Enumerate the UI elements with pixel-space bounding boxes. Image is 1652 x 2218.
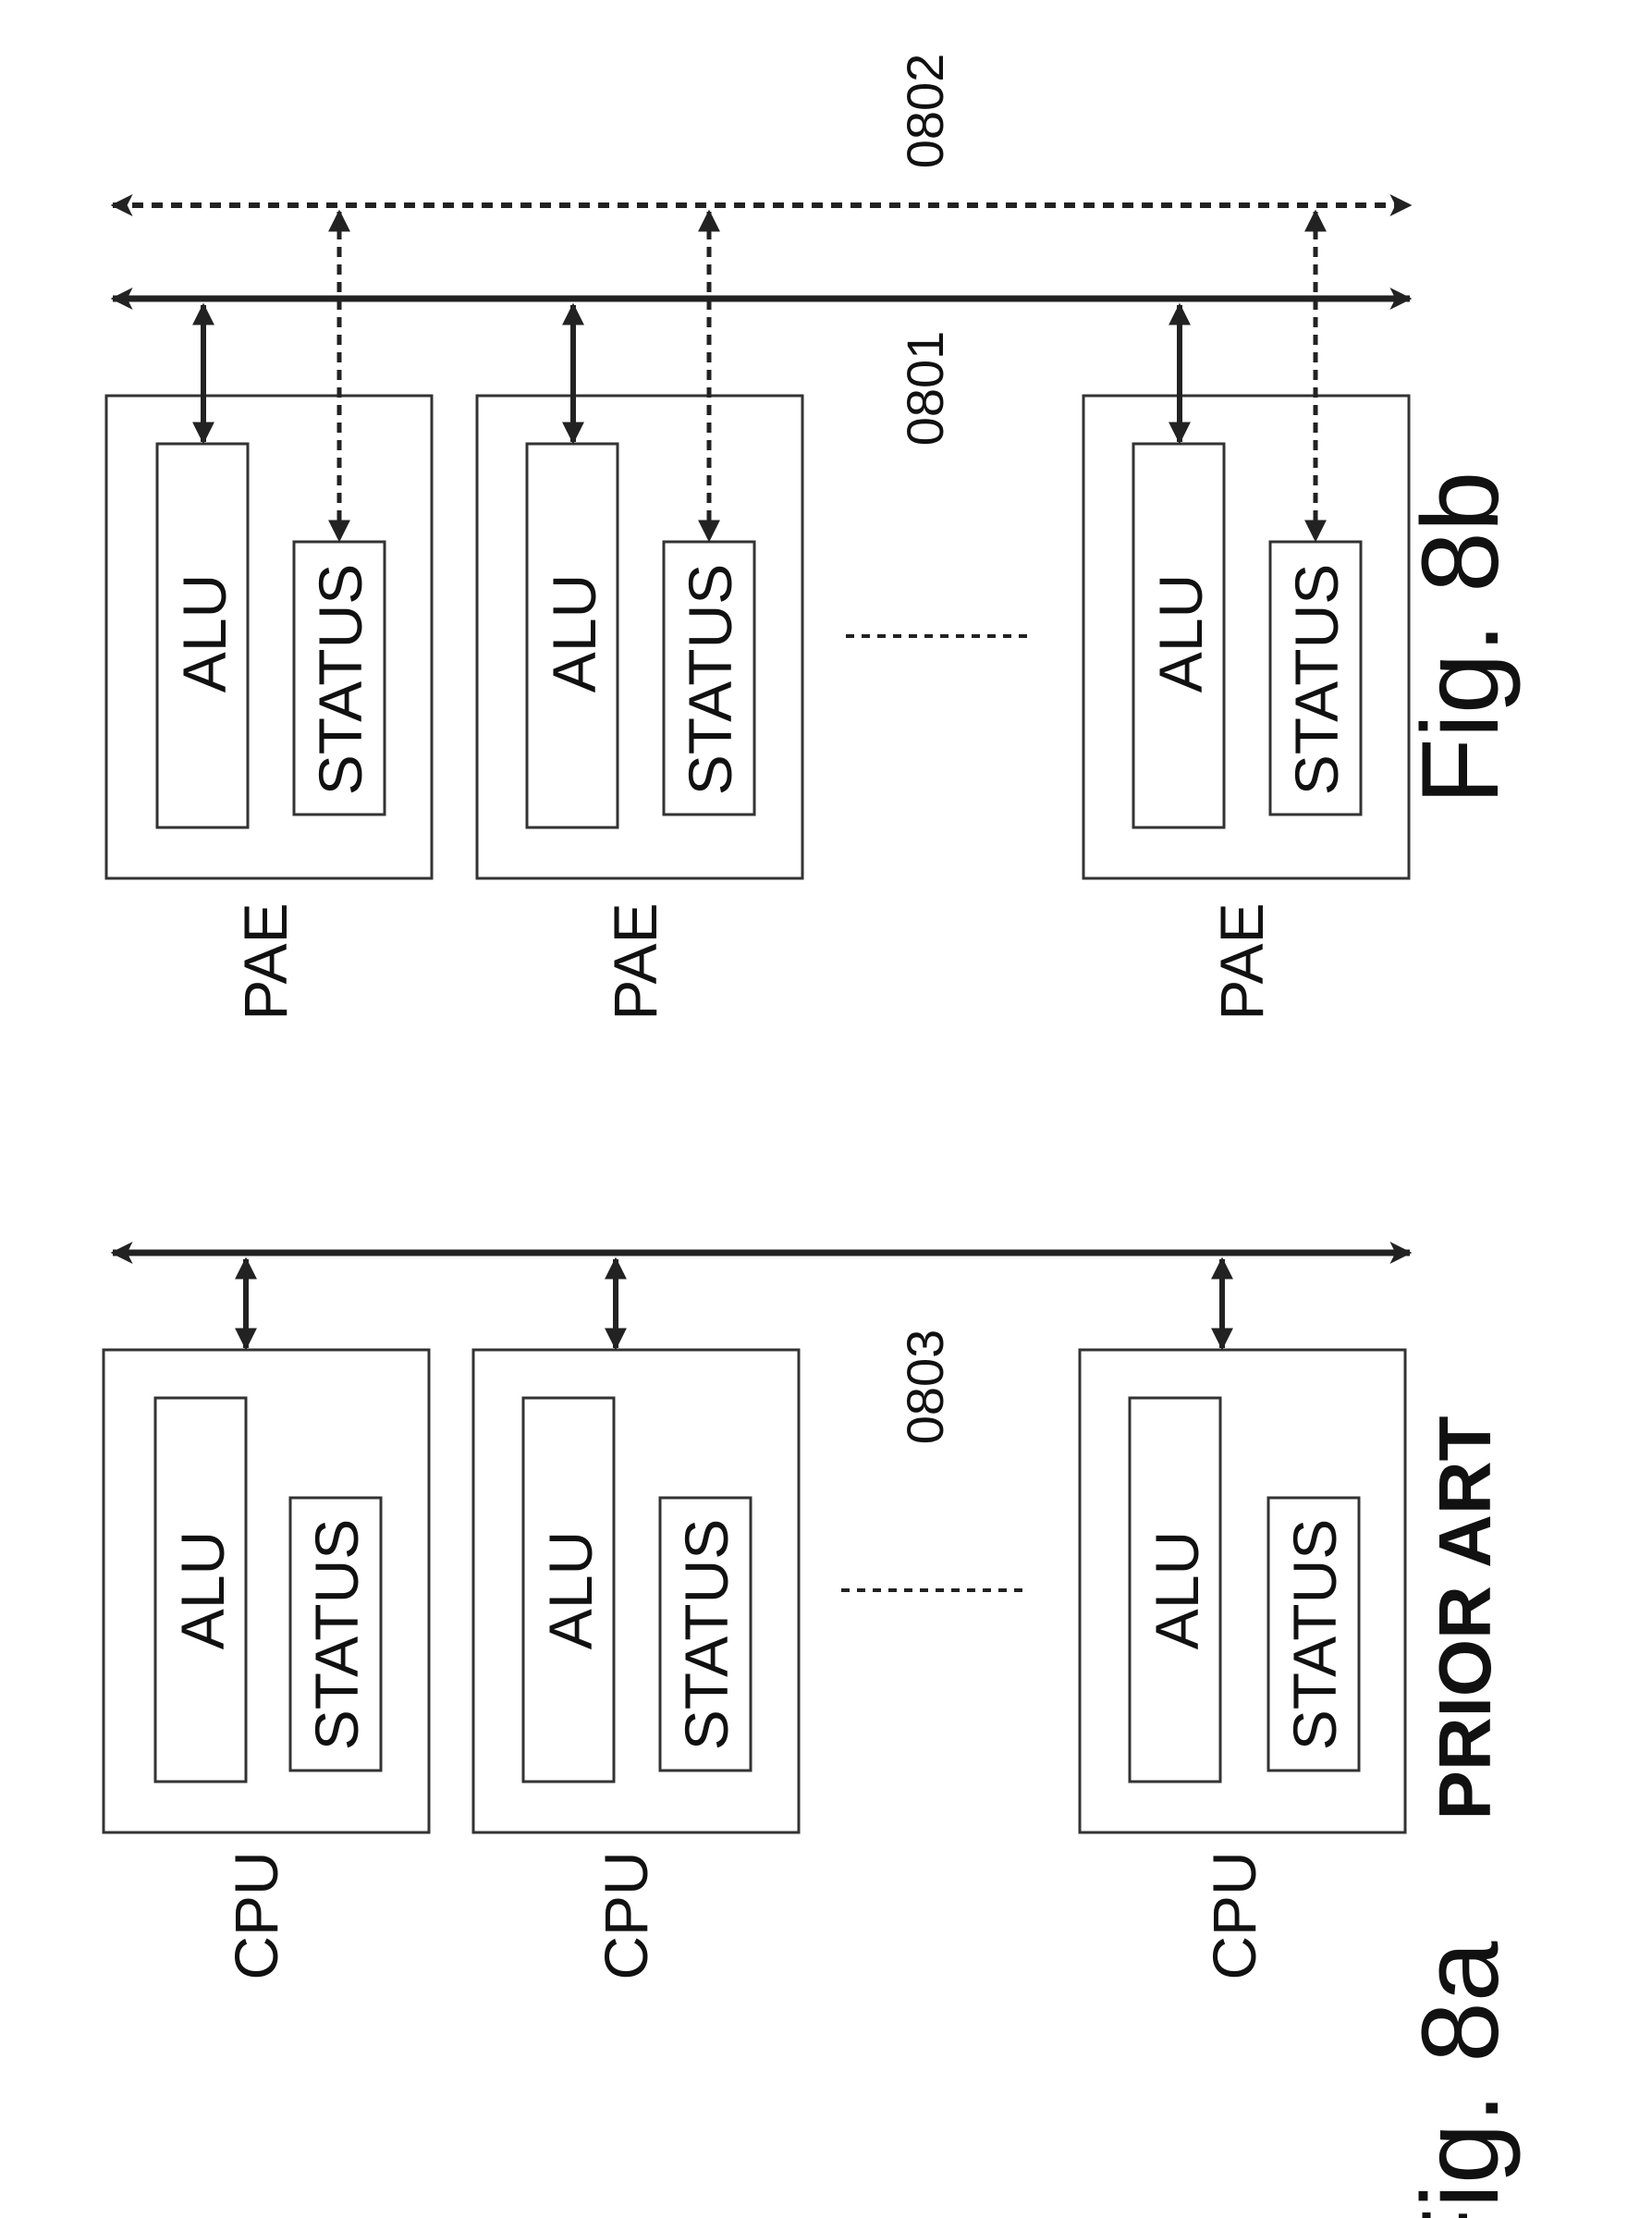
- pae-block-3: ALU STATUS PAE: [1083, 212, 1409, 1021]
- bus-0803-label: 0803: [896, 1330, 954, 1445]
- pae-block-2: ALU STATUS PAE: [477, 212, 802, 1021]
- cpu-block-3: ALU STATUS CPU: [1080, 1259, 1405, 1980]
- pae-label: PAE: [231, 902, 300, 1020]
- fig-8a: 0803 ALU STATUS CPU ALU STATUS CPU: [104, 1253, 1522, 2218]
- status-bus-0802-label: 0802: [896, 54, 954, 169]
- fig-8a-caption: Fig. 8a: [1400, 1941, 1522, 2218]
- status-label: STATUS: [1280, 1519, 1349, 1751]
- cpu-label: CPU: [592, 1851, 660, 1979]
- alu-label: ALU: [1143, 1531, 1211, 1649]
- data-bus-0801-label: 0801: [896, 331, 954, 447]
- status-label: STATUS: [306, 564, 374, 796]
- pae-label: PAE: [1207, 902, 1276, 1020]
- cpu-block-2: ALU STATUS CPU: [473, 1259, 799, 1980]
- pae-label: PAE: [601, 902, 669, 1020]
- cpu-block-1: ALU STATUS CPU: [104, 1259, 429, 1980]
- status-label: STATUS: [302, 1519, 371, 1751]
- fig-8b-caption: Fig. 8b: [1400, 472, 1522, 805]
- status-label: STATUS: [672, 1519, 740, 1751]
- alu-label: ALU: [168, 1531, 237, 1649]
- status-label: STATUS: [1282, 564, 1351, 796]
- prior-art-label: PRIOR ART: [1424, 1415, 1506, 1820]
- alu-label: ALU: [1146, 574, 1215, 692]
- cpu-label: CPU: [1200, 1851, 1268, 1979]
- fig-8b: 0802 0801 ALU STATUS PAE ALU STATUS PAE: [106, 54, 1522, 1021]
- pae-block-1: ALU STATUS PAE: [106, 212, 432, 1021]
- alu-label: ALU: [170, 574, 239, 692]
- status-label: STATUS: [676, 564, 744, 796]
- cpu-label: CPU: [222, 1851, 290, 1979]
- alu-label: ALU: [536, 1531, 605, 1649]
- alu-label: ALU: [540, 574, 608, 692]
